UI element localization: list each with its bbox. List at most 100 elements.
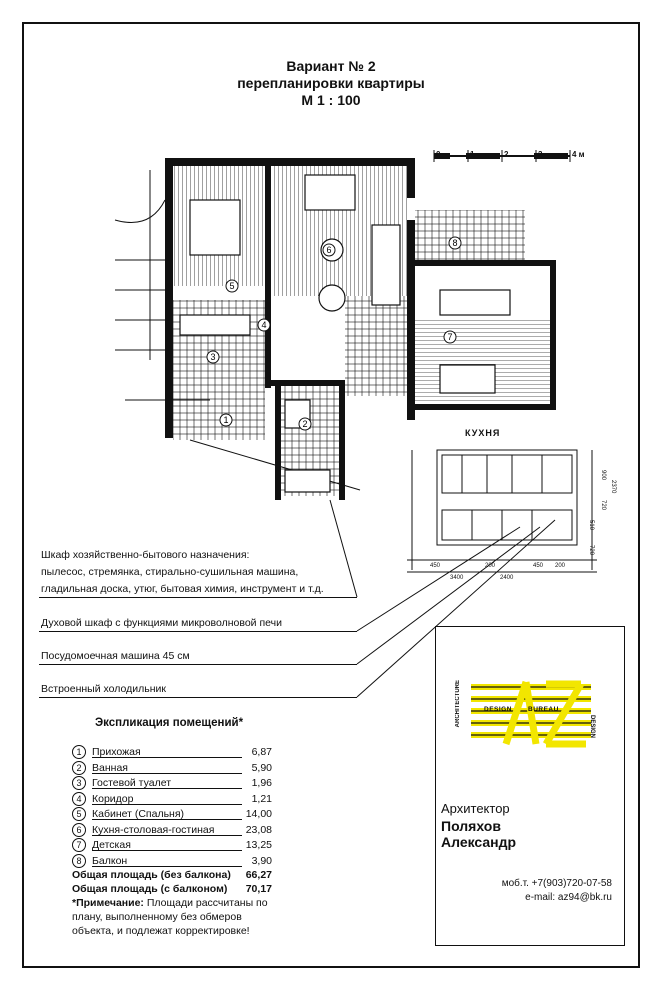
remark: *Примечание: Площади рассчитаны по плану…: [72, 896, 272, 938]
room-area: 3,90: [251, 854, 272, 867]
room-name: Коридор: [92, 792, 134, 805]
room-marker-4: 4: [261, 320, 266, 330]
kitchen-dim-6: 3400: [450, 575, 464, 581]
note-cabinet-line1: Шкаф хозяйственно-бытового назначения:: [41, 549, 250, 561]
room-row: 4 Коридор 1,21: [72, 791, 272, 807]
architect-phone: моб.т. +7(903)720-07-58: [501, 878, 612, 889]
room-row: 1 Прихожая 6,87: [72, 745, 272, 760]
room-leader-line: [92, 819, 242, 820]
room-number: 8: [72, 853, 86, 868]
room-row: 8 Балкон 3,90: [72, 853, 272, 869]
room-row: 2 Ванная 5,90: [72, 760, 272, 776]
room-marker-8: 8: [452, 238, 457, 248]
room-leader-line: [92, 757, 242, 758]
total-with-balcony-value: 70,17: [245, 883, 272, 895]
room-leader-line: [92, 865, 242, 867]
kitchen-elevation: [407, 449, 597, 573]
room-marker-5: 5: [229, 281, 234, 291]
remark-label: *Примечание:: [72, 897, 144, 909]
room-area: 1,96: [251, 777, 272, 789]
total-without-balcony-value: 66,27: [245, 869, 272, 881]
room-marker-2: 2: [302, 419, 307, 429]
room-name: Прихожая: [92, 746, 141, 758]
room-number: 2: [72, 760, 86, 775]
logo-bureau: BUREAU: [528, 706, 559, 713]
kitchen-dim-r3: 510: [588, 520, 594, 531]
room-marker-1: 1: [223, 415, 228, 425]
note-dishwasher-underline: [39, 664, 357, 665]
room-number: 3: [72, 776, 86, 791]
room-leader-line: [92, 803, 242, 805]
note-oven-underline: [39, 631, 357, 632]
room-area: 1,21: [251, 792, 272, 805]
architect-surname: Поляхов: [441, 818, 501, 834]
room-number: 6: [72, 822, 86, 837]
kitchen-dim-4: 450: [533, 563, 544, 569]
title-subject: перепланировки квартиры: [237, 75, 425, 91]
explication-title: Экспликация помещений*: [95, 717, 244, 729]
room-number: 5: [72, 807, 86, 822]
room-name: Балкон: [92, 854, 128, 867]
room-marker-3: 3: [210, 352, 215, 362]
room-area: 6,87: [251, 746, 272, 758]
room-area: 23,08: [245, 823, 272, 836]
room-name: Детская: [92, 839, 131, 851]
logo-design: DESIGN: [484, 706, 512, 713]
room-marker-6: 6: [326, 245, 331, 255]
scale-tick-1: 1: [470, 150, 475, 159]
design-logo: [471, 680, 591, 748]
room-row: 7 Детская 13,25: [72, 838, 272, 853]
kitchen-dim-5: 200: [555, 563, 566, 569]
room-name: Ванная: [92, 761, 128, 774]
floor-plan: 1 2 3 4 5 6 7 8: [114, 158, 556, 500]
scale-tick-4: 4 м: [572, 150, 585, 159]
title-variant: Вариант № 2: [286, 58, 376, 74]
kitchen-dim-r4: 720: [588, 545, 594, 556]
kitchen-dim-3: 2400: [500, 575, 514, 581]
logo-side-right: DESIGN: [589, 715, 595, 739]
note-dishwasher: Посудомоечная машина 45 см: [41, 650, 190, 662]
room-name: Кухня-столовая-гостиная: [92, 823, 215, 836]
note-cabinet-line2: пылесос, стремянка, стирально-сушильная …: [41, 566, 299, 578]
room-leader-line: [92, 850, 242, 851]
total-with-balcony: Общая площадь (с балконом) 70,17: [72, 882, 272, 897]
room-row: 5 Кабинет (Спальня) 14,00: [72, 807, 272, 822]
room-area: 5,90: [251, 761, 272, 774]
room-leader-line: [92, 834, 242, 836]
total-with-balcony-label: Общая площадь (с балконом): [72, 883, 228, 895]
note-fridge: Встроенный холодильник: [41, 683, 166, 695]
room-number: 4: [72, 791, 86, 806]
remark-text: Площади рассчитаны по плану, выполненном…: [72, 897, 268, 937]
room-name: Гостевой туалет: [92, 777, 172, 789]
scale-tick-2: 2: [504, 150, 509, 159]
note-fridge-underline: [39, 697, 357, 698]
title-card: [435, 626, 625, 946]
room-number: 1: [72, 745, 86, 760]
scale-tick-0: 0: [436, 150, 441, 159]
room-leader-line: [92, 772, 242, 774]
kitchen-dim-r1: 900: [600, 470, 606, 481]
room-leader-line: [92, 788, 242, 789]
architect-role: Архитектор: [441, 801, 510, 816]
kitchen-dim-2: 200: [485, 563, 496, 569]
scale-tick-3: 3: [538, 150, 543, 159]
scale-bar: [433, 150, 571, 162]
room-name: Кабинет (Спальня): [92, 808, 185, 820]
note-cabinet-line3: гладильная доска, утюг, бытовая химия, и…: [41, 583, 324, 595]
title-scale: М 1 : 100: [301, 92, 361, 108]
page-frame: [22, 22, 640, 968]
note-oven: Духовой шкаф с функциями микроволновой п…: [41, 617, 282, 629]
kitchen-dim-1: 450: [430, 563, 441, 569]
total-without-balcony-label: Общая площадь (без балкона): [72, 869, 231, 881]
kitchen-title: КУХНЯ: [465, 428, 501, 438]
logo-side-left: ARCHITECTURE: [455, 680, 461, 728]
total-without-balcony: Общая площадь (без балкона) 66,27: [72, 868, 272, 883]
room-number: 7: [72, 838, 86, 853]
kitchen-dim-r5: 2370: [610, 480, 616, 494]
note-cabinet-underline: [39, 597, 357, 598]
room-marker-7: 7: [447, 332, 452, 342]
kitchen-dim-r2: 720: [600, 500, 606, 511]
room-area: 13,25: [245, 839, 272, 851]
room-area: 14,00: [245, 808, 272, 820]
